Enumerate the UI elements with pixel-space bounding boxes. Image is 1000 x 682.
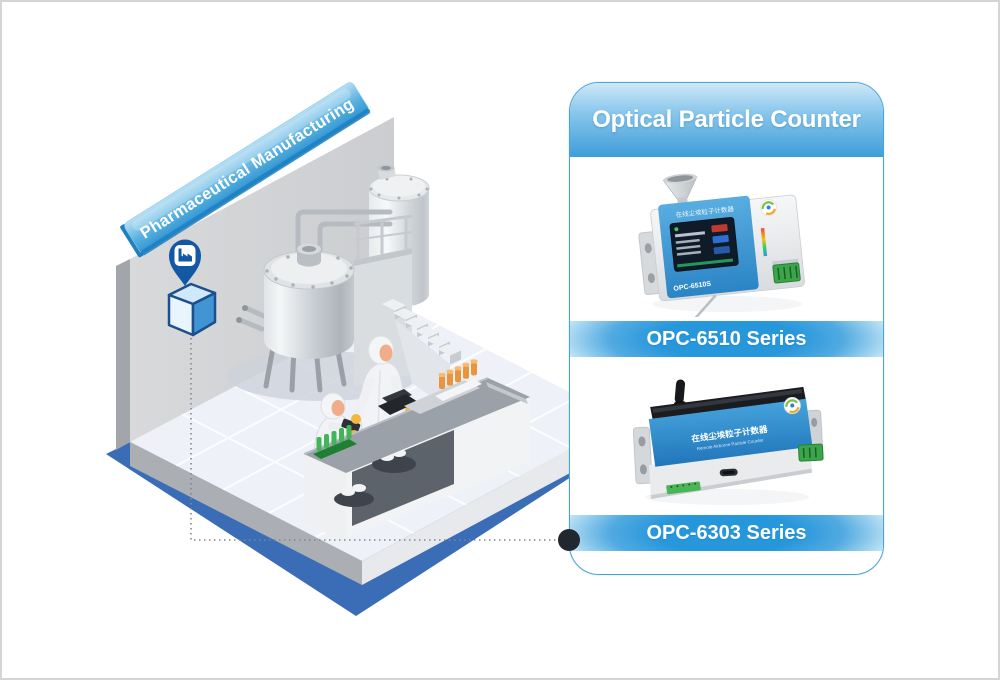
series-label-6510: OPC-6510 Series bbox=[646, 328, 806, 351]
series-band-6303: OPC-6303 Series bbox=[570, 515, 883, 551]
usb-port bbox=[719, 468, 737, 476]
antenna bbox=[672, 379, 686, 407]
series-label-6303: OPC-6303 Series bbox=[646, 522, 806, 545]
series-band-6510: OPC-6510 Series bbox=[570, 321, 883, 357]
brand-logo-icon bbox=[783, 397, 800, 414]
card-header: Optical Particle Counter bbox=[570, 83, 883, 157]
worker-face bbox=[332, 400, 345, 416]
worker-face bbox=[380, 345, 393, 362]
terminal-block bbox=[772, 258, 800, 283]
wall-mounted-particle-sensor bbox=[169, 284, 215, 335]
product-image-opc6303: 在线尘埃粒子计数器 Remote Airborne Particle Count… bbox=[570, 357, 883, 515]
mounting-flange bbox=[633, 427, 652, 484]
display-screen bbox=[669, 217, 738, 271]
terminal-block bbox=[798, 444, 823, 461]
product-image-opc6510: 在线尘埃粒子计数器 OPC-6510S bbox=[570, 157, 883, 321]
card-title: Optical Particle Counter bbox=[592, 106, 861, 134]
opc6303-illustration: 在线尘埃粒子计数器 Remote Airborne Particle Count… bbox=[612, 365, 842, 507]
opc6510-illustration: 在线尘埃粒子计数器 OPC-6510S bbox=[612, 162, 842, 317]
product-card: Optical Particle Counter bbox=[569, 82, 884, 575]
connector-dot bbox=[558, 529, 580, 551]
glove bbox=[351, 414, 361, 424]
